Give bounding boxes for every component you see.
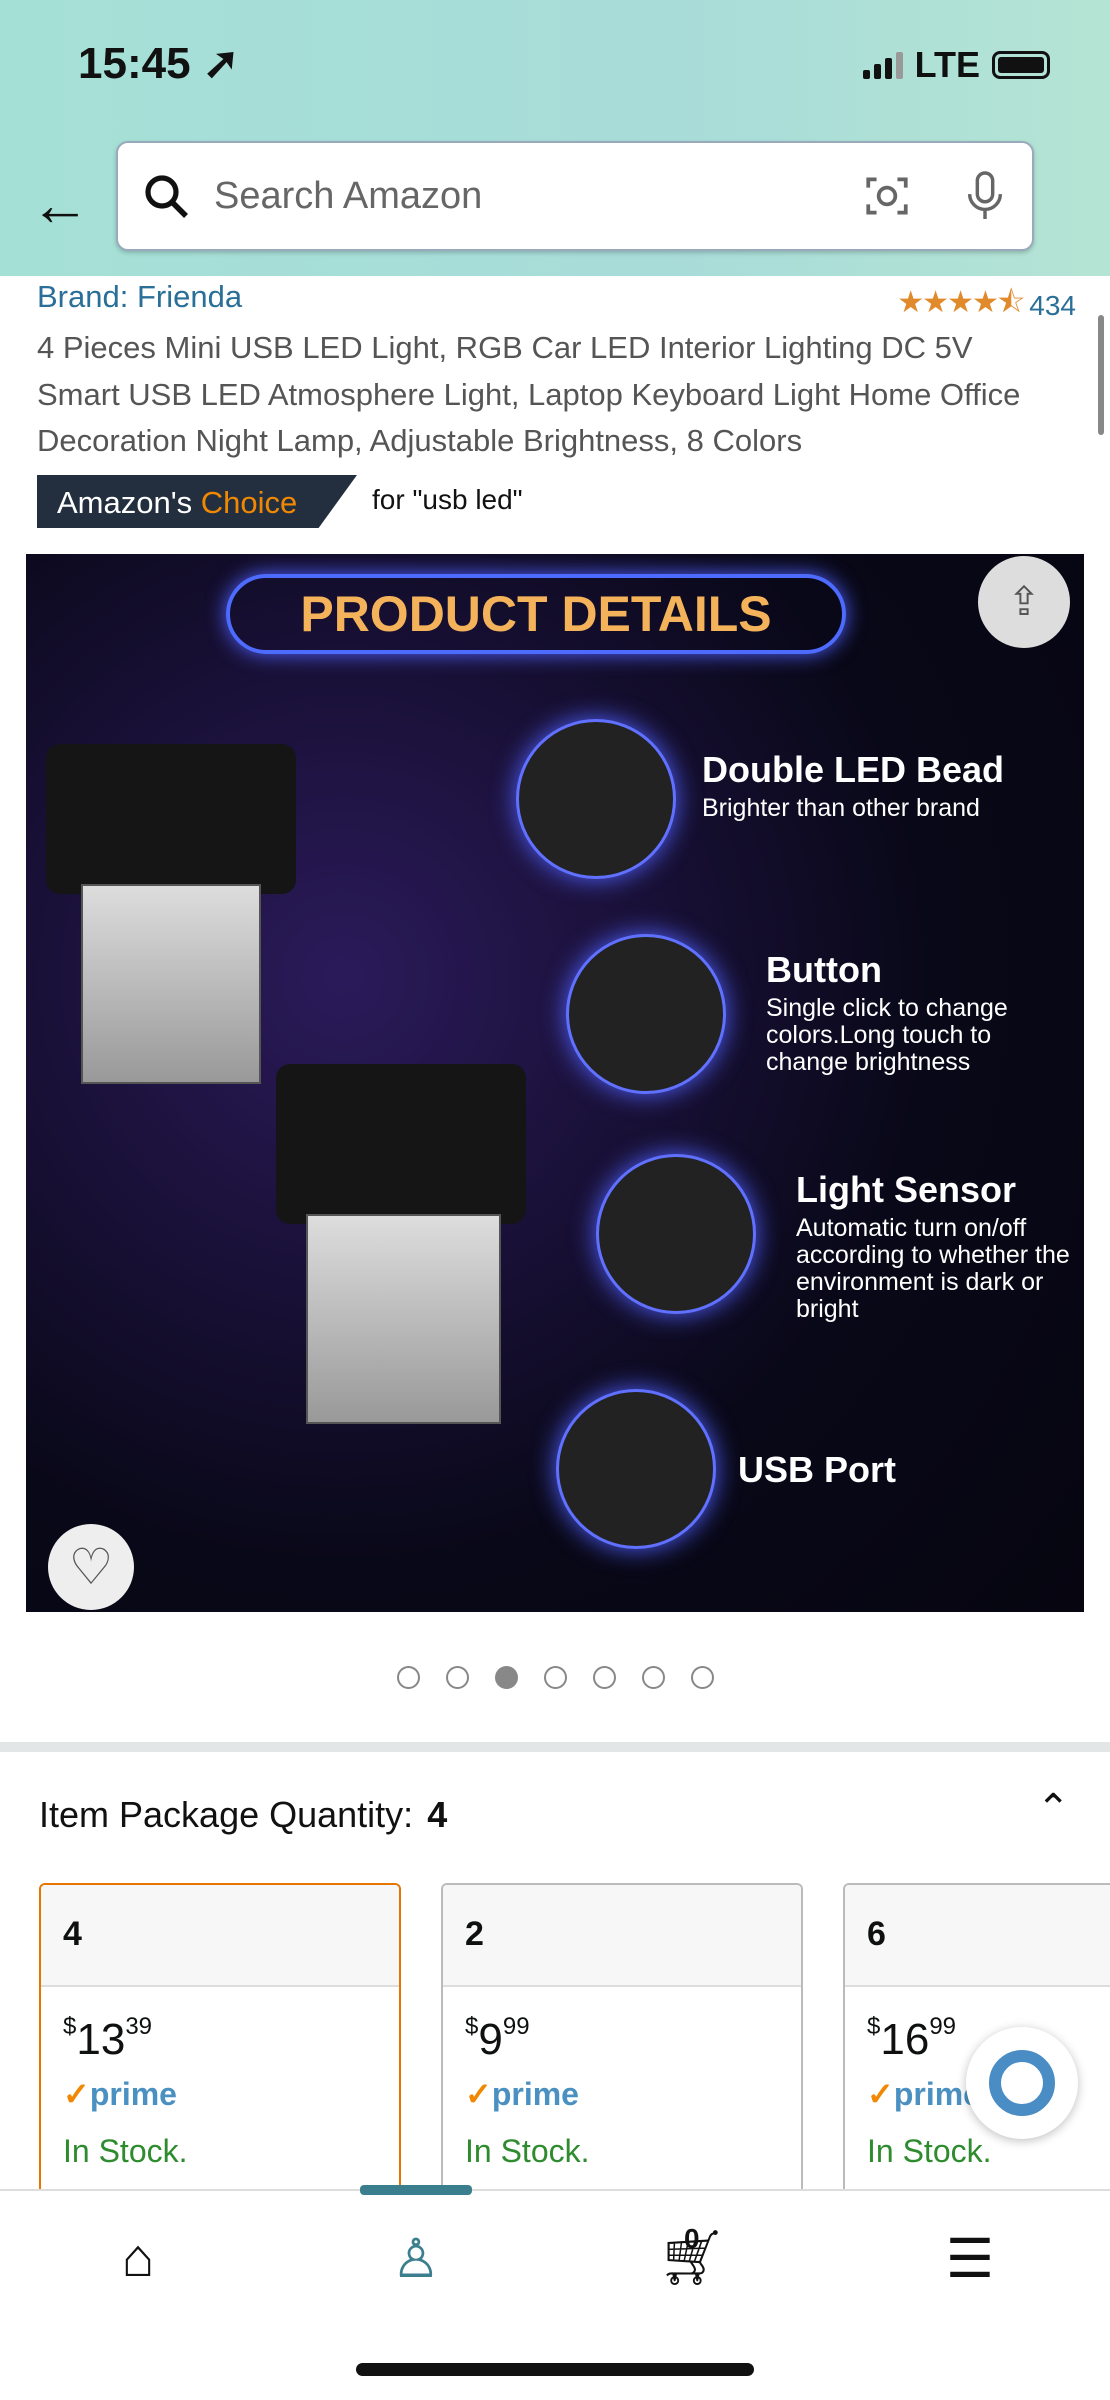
rating[interactable]: ★★★★⯪434 <box>897 280 1076 331</box>
cart-icon[interactable]: 🛒︎0 <box>657 2223 727 2288</box>
quantity-option-card[interactable]: 2 $999 ✓prime In Stock. <box>441 1883 803 2213</box>
location-icon: ➚ <box>202 39 240 88</box>
carousel-dot[interactable] <box>396 1666 420 1689</box>
heart-icon[interactable]: ♡ <box>48 1524 134 1610</box>
menu-icon[interactable]: ☰ <box>945 2229 995 2289</box>
quantity-option-card[interactable]: 6 $1699 ✓prime In Stock. <box>843 1883 1110 2213</box>
signal-icon <box>862 51 903 79</box>
quantity-label: Item Package Quantity:4 <box>39 1794 448 1835</box>
divider <box>0 1742 1110 1752</box>
carousel-dots[interactable] <box>0 1666 1110 1689</box>
search-icon <box>145 175 188 218</box>
alexa-icon <box>989 2050 1055 2116</box>
stock-status: In Stock. <box>867 2133 992 2169</box>
home-indicator[interactable] <box>356 2363 754 2376</box>
back-arrow-icon[interactable]: ← <box>30 171 90 238</box>
scrollbar[interactable] <box>1098 315 1104 435</box>
brand-link[interactable]: Brand: Frienda <box>37 279 243 314</box>
header: 15:45 ➚ LTE ← Search Amazon <box>0 0 1110 276</box>
search-placeholder: Search Amazon <box>214 174 483 217</box>
option-price: $999 <box>465 2013 530 2064</box>
amazons-choice-badge: Amazon's Choice <box>37 475 357 528</box>
quantity-option-card[interactable]: 4 $1339 ✓prime In Stock. <box>39 1883 401 2213</box>
status-time: 15:45 ➚ <box>78 39 240 88</box>
feature: USB Port <box>738 1449 897 1490</box>
account-icon[interactable]: ♙ <box>391 2229 441 2289</box>
active-tab-indicator <box>360 2185 472 2195</box>
share-icon[interactable]: ⇪ <box>978 556 1070 648</box>
alexa-button[interactable] <box>966 2027 1078 2139</box>
prime-logo: ✓prime <box>63 2076 177 2112</box>
image-heading: PRODUCT DETAILS <box>226 574 846 654</box>
battery-icon <box>992 51 1050 79</box>
carousel-dot[interactable] <box>641 1666 665 1689</box>
stock-status: In Stock. <box>63 2133 188 2169</box>
camera-scan-icon[interactable] <box>862 171 912 221</box>
search-input[interactable]: Search Amazon <box>116 141 1034 251</box>
chevron-up-icon[interactable]: ⌃ <box>1036 1787 1070 1831</box>
network-label: LTE <box>914 44 980 85</box>
cart-count: 0 <box>684 2223 700 2254</box>
carousel-dot[interactable] <box>690 1666 714 1689</box>
badge-keyword: for "usb led" <box>372 484 523 515</box>
microphone-icon[interactable] <box>962 169 1008 223</box>
carousel-dot[interactable] <box>543 1666 567 1689</box>
star-rating-icon: ★★★★⯪ <box>897 286 1025 319</box>
option-qty: 6 <box>845 1885 1110 1987</box>
option-qty: 2 <box>443 1885 801 1987</box>
home-icon[interactable]: ⌂ <box>121 2228 155 2288</box>
stock-status: In Stock. <box>465 2133 590 2169</box>
option-price: $1699 <box>867 2013 957 2064</box>
carousel-dot[interactable] <box>445 1666 469 1689</box>
option-price: $1339 <box>63 2013 153 2064</box>
status-icons: LTE <box>862 44 1050 86</box>
rating-count: 434 <box>1029 289 1076 321</box>
option-qty: 4 <box>41 1885 399 1987</box>
carousel-dot[interactable] <box>592 1666 616 1689</box>
product-title: 4 Pieces Mini USB LED Light, RGB Car LED… <box>37 330 1021 458</box>
carousel-dot-active[interactable] <box>494 1666 518 1689</box>
prime-logo: ✓prime <box>465 2076 579 2112</box>
